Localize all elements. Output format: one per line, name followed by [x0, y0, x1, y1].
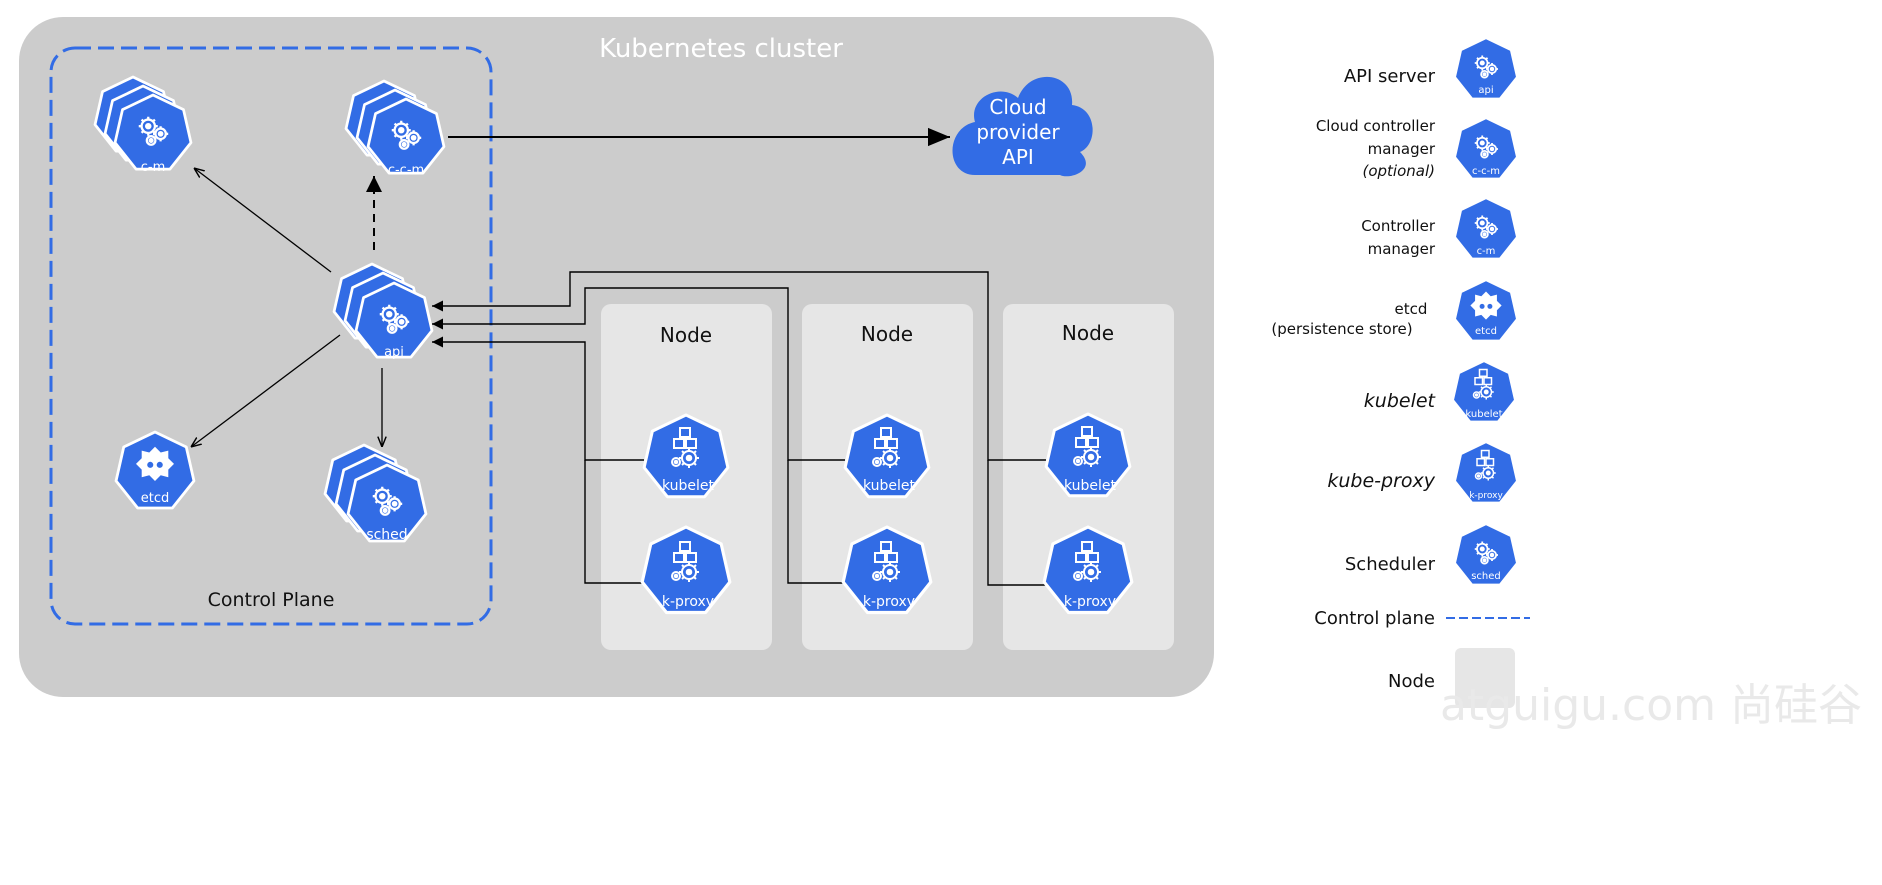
cm-label: c-m [141, 160, 166, 175]
ccm-label: c-c-m [388, 163, 424, 178]
cloud-line-2: provider [976, 120, 1060, 144]
legend-kubelet-icon: kubelet [1451, 359, 1517, 423]
node-2-kubelet-icon: kubelet [843, 413, 931, 499]
legend-etcd-line-2: (persistence store) [1271, 320, 1412, 338]
node-2-kubelet-label: kubelet [863, 478, 916, 494]
node-1-kubelet-label: kubelet [662, 478, 715, 494]
cloud-line-3: API [1002, 145, 1034, 169]
node-1-kproxy-icon: k-proxy [640, 525, 732, 615]
node-1-kubelet-icon: kubelet [642, 413, 730, 499]
legend-kproxy-label: kube-proxy [1327, 470, 1435, 492]
legend-api-label: API server [1344, 66, 1436, 87]
node-3-kproxy-label: k-proxy [1064, 594, 1116, 610]
node-3-kubelet-icon: kubelet [1044, 412, 1132, 498]
legend-node-swatch [1455, 648, 1515, 708]
legend-etcd-icon: etcd [1453, 278, 1519, 342]
svg-text:etcd: etcd [1475, 326, 1497, 337]
node-to-api-connectors [432, 271, 1046, 586]
svg-text:api: api [1478, 85, 1493, 96]
api-label: api [384, 345, 404, 360]
control-plane-border [49, 46, 493, 626]
node-2-kproxy-label: k-proxy [863, 594, 915, 610]
controller-manager-icon: c-m [93, 75, 193, 175]
scheduler-icon: sched [323, 443, 428, 543]
legend-etcd-line-1: etcd [1395, 300, 1428, 318]
node-3-kproxy-icon: k-proxy [1042, 525, 1134, 615]
legend: API server api Cloud controller manager … [1271, 36, 1530, 708]
etcd-label: etcd [141, 491, 170, 506]
legend-ccm-line-3: (optional) [1363, 162, 1436, 180]
legend-cm-line-1: Controller [1361, 217, 1436, 235]
svg-text:kubelet: kubelet [1465, 409, 1502, 420]
legend-ccm-line-1: Cloud controller [1316, 117, 1436, 135]
watermark: atguigu.com 尚硅谷 [1440, 680, 1862, 731]
svg-text:c-c-m: c-c-m [1472, 166, 1500, 177]
legend-kproxy-icon: k-proxy [1453, 440, 1519, 504]
etcd-icon: etcd [114, 430, 196, 510]
legend-ccm-line-2: manager [1368, 140, 1436, 158]
api-server-icon: api [332, 262, 434, 360]
node-1-kproxy-label: k-proxy [662, 594, 714, 610]
legend-kubelet-label: kubelet [1364, 390, 1437, 412]
legend-cm-icon: c-m [1453, 196, 1519, 260]
cluster-title: Kubernetes cluster [599, 34, 843, 64]
legend-ccm-icon: c-c-m [1453, 116, 1519, 180]
legend-api-icon: api [1453, 36, 1519, 100]
node-title-1: Node [660, 323, 712, 347]
node-2-kproxy-icon: k-proxy [841, 525, 933, 615]
cloud-controller-manager-icon: c-c-m [344, 79, 446, 178]
cloud-line-1: Cloud [989, 95, 1046, 119]
legend-cm-line-2: manager [1368, 240, 1436, 258]
svg-text:c-m: c-m [1477, 246, 1496, 257]
legend-control-plane-label: Control plane [1314, 608, 1435, 629]
control-plane-label: Control Plane [208, 589, 335, 611]
svg-text:k-proxy: k-proxy [1469, 491, 1503, 501]
node-title-2: Node [861, 322, 913, 346]
svg-text:sched: sched [1471, 571, 1501, 582]
api-connectors [191, 168, 382, 447]
cloud-provider-icon [952, 76, 1093, 177]
legend-sched-label: Scheduler [1345, 554, 1436, 575]
sched-label: sched [366, 527, 407, 543]
node-title-3: Node [1062, 321, 1114, 345]
legend-sched-icon: sched [1453, 522, 1519, 586]
legend-node-label: Node [1388, 671, 1435, 692]
node-3-kubelet-label: kubelet [1064, 478, 1117, 494]
